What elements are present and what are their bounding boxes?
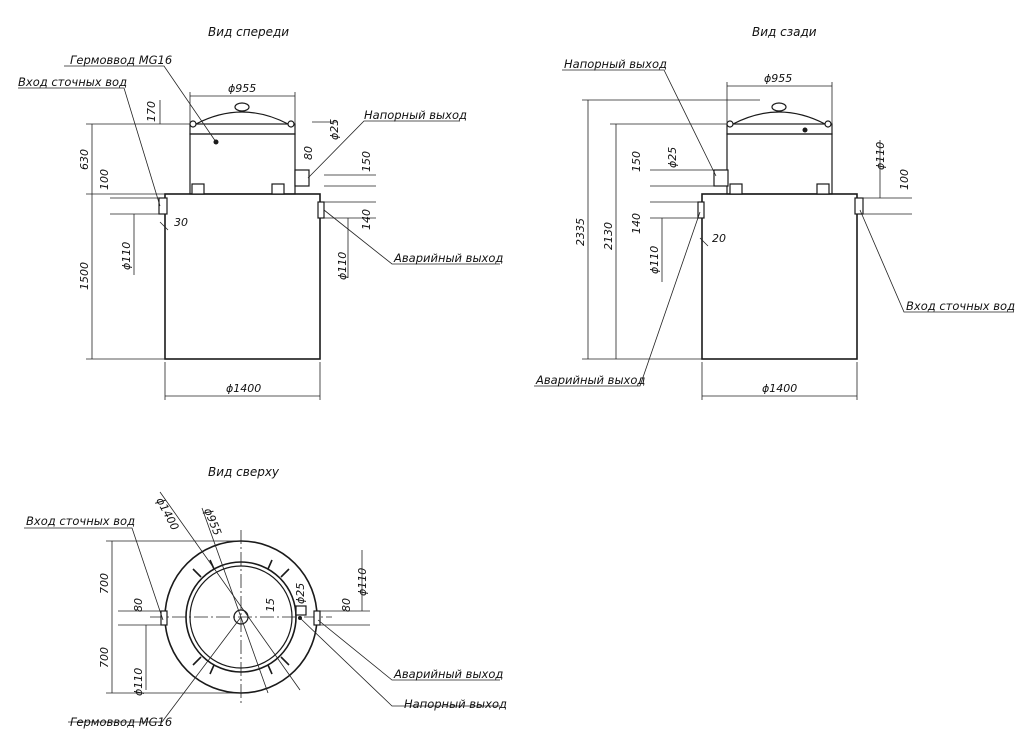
back-neck xyxy=(726,133,833,195)
front-dim-110-inlet: ϕ110 xyxy=(120,242,133,270)
front-label-inlet: Вход сточных вод xyxy=(18,75,127,89)
top-view-title: Вид сверху xyxy=(208,465,280,479)
top-inlet-pipe xyxy=(160,610,168,626)
back-bracket-right xyxy=(816,183,830,195)
front-dome-lid xyxy=(195,111,289,125)
back-dome-lid xyxy=(732,111,826,125)
top-label-pressure: Напорный выход xyxy=(404,697,507,711)
front-dim-630: 630 xyxy=(78,149,91,170)
top-dim-700-lower: 700 xyxy=(98,647,111,668)
front-leader-pressure xyxy=(307,120,460,179)
top-leader-hermetic xyxy=(68,616,242,723)
front-label-pressure: Напорный выход xyxy=(364,108,467,122)
front-dim-100: 100 xyxy=(98,169,111,190)
back-emergency-pipe xyxy=(697,201,705,219)
back-inlet-pipe xyxy=(854,197,864,215)
back-dim-20: 20 xyxy=(712,232,726,245)
front-inlet-pipe xyxy=(158,197,168,215)
top-leader-inlet xyxy=(24,527,164,621)
top-leader-pressure xyxy=(299,617,500,707)
back-dim-1400: ϕ1400 xyxy=(762,382,797,395)
front-label-emergency: Аварийный выход xyxy=(393,251,503,265)
back-dim-100: 100 xyxy=(898,169,911,190)
top-dim-80-right: 80 xyxy=(340,598,353,612)
back-dim-150: 150 xyxy=(630,151,643,172)
back-pressure-pipe xyxy=(713,169,729,187)
top-dim-80-left: 80 xyxy=(132,598,145,612)
top-emergency-pipe xyxy=(313,610,321,626)
back-label-inlet: Вход сточных вод xyxy=(906,299,1015,313)
front-emergency-pipe xyxy=(317,201,325,219)
back-leader-inlet xyxy=(859,209,1014,313)
front-leader-hermetic xyxy=(64,65,217,143)
top-dim-1400: ϕ1400 xyxy=(153,495,181,532)
front-bracket-right xyxy=(271,183,285,195)
back-leader-emergency xyxy=(534,211,701,387)
top-dim-110-right: ϕ110 xyxy=(356,568,369,596)
front-lid-handle xyxy=(234,102,250,112)
front-dim-955: ϕ955 xyxy=(228,82,256,95)
back-dim-110-inlet: ϕ110 xyxy=(874,142,887,170)
top-leader-emergency xyxy=(317,619,500,681)
front-pressure-pipe xyxy=(294,169,310,187)
back-dim-110-emerg: ϕ110 xyxy=(648,246,661,274)
back-lid-handle xyxy=(771,102,787,112)
top-dim-700-upper: 700 xyxy=(98,573,111,594)
back-dim-25: ϕ25 xyxy=(666,147,679,168)
back-dim-955: ϕ955 xyxy=(764,72,792,85)
front-leader-inlet xyxy=(18,87,161,207)
front-dim-110-emerg: ϕ110 xyxy=(336,252,349,280)
front-leader-emergency xyxy=(323,209,500,265)
back-view: ϕ955 ϕ1400 2335 2130 150 ϕ25 140 ϕ110 20… xyxy=(534,57,1015,400)
front-lid-bolt-left xyxy=(189,120,197,128)
front-dim-140: 140 xyxy=(360,209,373,230)
front-dim-30: 30 xyxy=(174,216,188,229)
top-label-hermetic: Гермоввод MG16 xyxy=(70,715,172,729)
front-dim-170: 170 xyxy=(145,101,158,122)
top-leader-d955 xyxy=(201,507,269,694)
front-label-hermetic: Гермоввод MG16 xyxy=(70,53,172,67)
top-label-emergency: Аварийный выход xyxy=(393,667,503,681)
front-tank-body xyxy=(164,193,321,360)
front-dim-25: ϕ25 xyxy=(328,119,341,140)
top-dim-955: ϕ955 xyxy=(201,506,224,537)
top-label-inlet: Вход сточных вод xyxy=(26,514,135,528)
top-leader-d1400 xyxy=(159,491,301,691)
top-dim-15: 15 xyxy=(264,598,277,612)
back-tank-body xyxy=(701,193,858,360)
front-lid-bolt-right xyxy=(287,120,295,128)
back-lid-band xyxy=(726,123,833,135)
back-leader-pressure xyxy=(562,69,717,177)
back-view-title: Вид сзади xyxy=(752,25,817,39)
back-dim-2335: 2335 xyxy=(574,218,587,246)
back-dim-2130: 2130 xyxy=(602,222,615,250)
back-lid-bolt-left xyxy=(726,120,734,128)
front-lid-band xyxy=(189,123,296,135)
front-dim-1500: 1500 xyxy=(78,262,91,290)
top-dim-110-left: ϕ110 xyxy=(132,668,145,696)
front-dim-1400: ϕ1400 xyxy=(226,382,261,395)
back-hermetic-dot xyxy=(802,127,808,133)
front-view: ϕ955 ϕ1400 630 1500 170 100 ϕ110 30 ϕ25 … xyxy=(18,53,503,400)
back-lid-bolt-right xyxy=(824,120,832,128)
top-dim-25: ϕ25 xyxy=(294,583,307,604)
front-dim-80: 80 xyxy=(302,146,315,160)
back-label-emergency: Аварийный выход xyxy=(535,373,645,387)
back-dim-140: 140 xyxy=(630,213,643,234)
back-bracket-left xyxy=(729,183,743,195)
front-bracket-left xyxy=(191,183,205,195)
top-pressure-pipe xyxy=(295,605,307,616)
top-view: ϕ1400 ϕ955 700 700 80 ϕ110 80 ϕ110 ϕ25 1… xyxy=(24,491,507,729)
front-dim-150: 150 xyxy=(360,151,373,172)
front-view-title: Вид спереди xyxy=(208,25,289,39)
back-label-pressure: Напорный выход xyxy=(564,57,667,71)
